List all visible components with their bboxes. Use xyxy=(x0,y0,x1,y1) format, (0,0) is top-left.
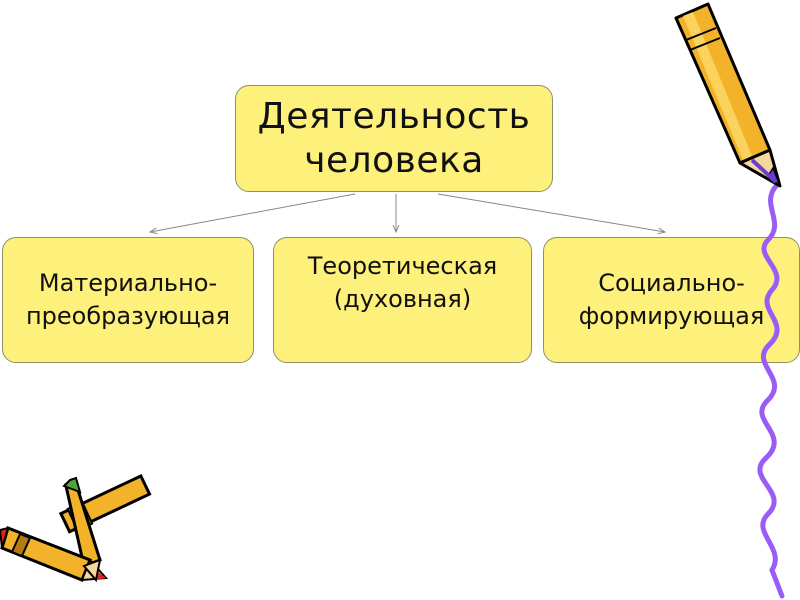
root-node: Деятельность человека xyxy=(235,85,553,192)
child-node-theoretical-line-1: Теоретическая xyxy=(307,252,498,280)
child-node-social: Социально- формирующая xyxy=(543,237,800,363)
crayon-icon xyxy=(0,473,152,583)
connector-left xyxy=(150,193,356,232)
root-node-line-1: Деятельность xyxy=(257,95,531,137)
root-node-line-2: человека xyxy=(304,139,484,181)
child-node-material: Материально- преобразующая xyxy=(2,237,254,363)
pencil-icon xyxy=(674,2,782,188)
child-node-material-line-2: преобразующая xyxy=(25,302,231,330)
child-node-social-line-1: Социально- xyxy=(598,269,745,297)
child-node-social-line-2: формирующая xyxy=(578,302,765,330)
child-node-theoretical: Теоретическая (духовная) xyxy=(273,237,532,363)
child-node-theoretical-line-2: (духовная) xyxy=(333,285,472,313)
child-node-material-line-1: Материально- xyxy=(38,269,218,297)
scribble-line xyxy=(757,183,785,599)
connector-right xyxy=(437,193,665,232)
